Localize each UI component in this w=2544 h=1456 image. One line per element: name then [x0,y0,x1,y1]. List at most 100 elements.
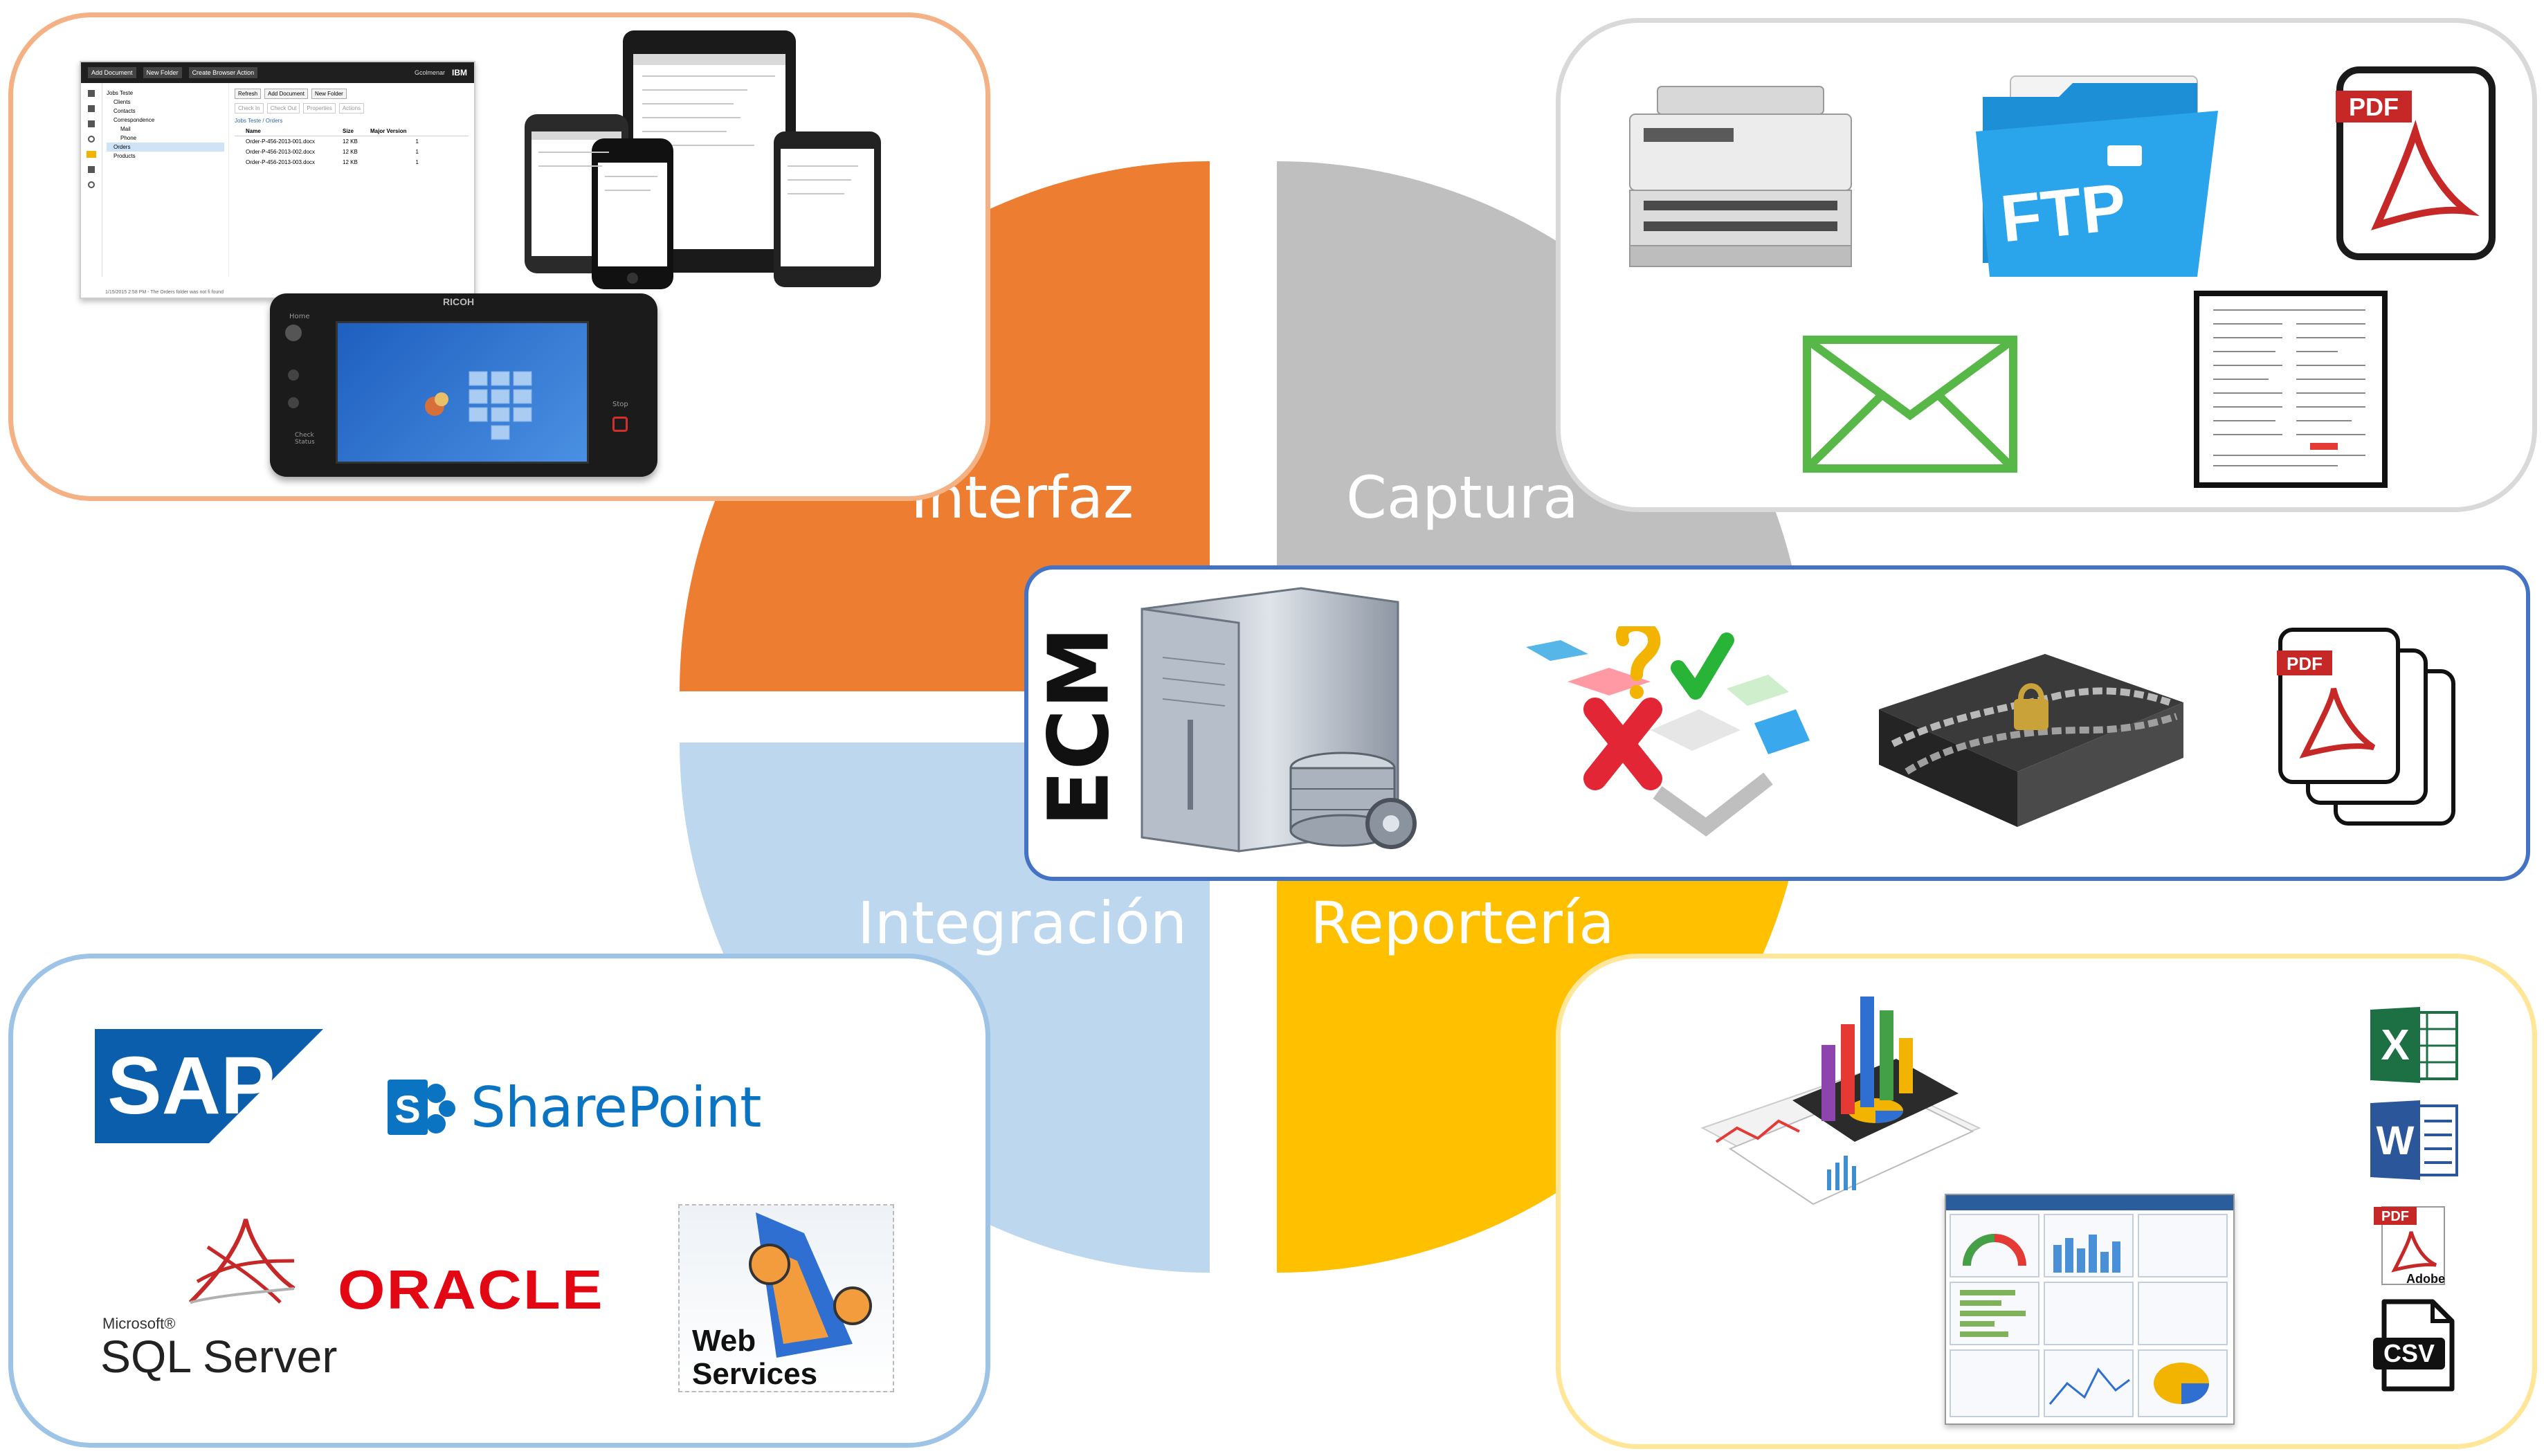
tree-item-selected[interactable]: Orders [107,143,224,152]
copier-icon [1629,86,1852,267]
sharepoint-logo: S SharePoint [388,1073,761,1142]
svg-text:®: ® [239,1127,249,1142]
sql-server-icon [188,1219,296,1304]
properties-button[interactable]: Properties [303,103,336,113]
table-header: Name Size Major Version [235,128,469,136]
quadrant-label-integracion: Integración [857,889,1188,957]
keypad-graphic [425,371,532,440]
panel-side-button[interactable] [288,370,299,381]
table-row[interactable]: Order-P-456-2013-001.docx 12 KB 1 [235,136,469,147]
actions-button[interactable]: Actions [338,103,365,113]
printer-brand: RICOH [443,296,475,307]
word-label: W [2377,1118,2415,1163]
column-name[interactable]: Name [246,128,261,134]
sharepoint-label: SharePoint [471,1075,761,1140]
excel-icon: X [2370,1007,2458,1083]
column-size[interactable]: Size [343,128,354,134]
content-area: Refresh Add Document New Folder Check In… [229,83,474,277]
home-button[interactable] [285,325,302,341]
pdf-file-icon: PDF [2336,66,2496,260]
sap-label: SAP [107,1040,275,1131]
forward-icon[interactable] [88,166,95,173]
check-in-button[interactable]: Check In [235,103,264,113]
bookmark-icon[interactable] [88,90,95,97]
row-name: Order-P-456-2013-002.docx [246,149,316,155]
quadrant-captura [1277,161,1807,691]
adobe-pdf-icon: PDF Adobe [2374,1206,2445,1286]
client-toolbar: Add Document New Folder Create Browser A… [81,62,474,83]
mobile-devices-image [525,30,881,289]
oracle-logo: ORACLE [338,1259,604,1320]
tree-item[interactable]: Products [113,153,136,159]
dashboard-widgets [1950,1214,2228,1417]
printer-check-label: Check Status [295,432,315,446]
tree-item[interactable]: Jobs Teste [107,90,134,96]
sql-server-small-label: Microsoft® [102,1315,176,1332]
breadcrumb: Jobs Teste / Orders [235,118,283,124]
dashboard-header [1946,1195,2233,1210]
csv-file-icon: CSV [2373,1299,2455,1392]
printer-stop-label: Stop [612,401,628,408]
printer-touchscreen[interactable] [336,321,589,464]
workflow-decision-icon [1526,626,1810,837]
list-icon[interactable] [88,120,95,127]
folder-tree: Jobs Teste Clients Contacts Corresponden… [102,83,229,277]
web-services-line2: Services [692,1357,817,1391]
quadrant-label-reporteria: Reportería [1310,889,1615,957]
new-folder-button[interactable]: New Folder [311,89,347,99]
row-size: 12 KB [343,149,358,155]
column-version[interactable]: Major Version [370,128,407,134]
3d-chart-tablet-image [1700,997,1981,1205]
tree-item[interactable]: Phone [120,135,137,141]
excel-label: X [2381,1021,2409,1069]
toolbar-add-document[interactable]: Add Document [88,67,136,78]
client-sidebar [81,83,102,277]
adobe-label: Adobe [2406,1272,2445,1286]
row-version: 1 [415,159,419,165]
status-bar: 1/15/2015 2:58 PM - The Orders folder wa… [105,290,224,295]
locked-binder-icon [1879,654,2183,827]
pdf-label: PDF [2349,93,2399,121]
server-database-icon [1141,587,1417,853]
dashboard-screenshot [1945,1194,2235,1425]
table-row[interactable]: Order-P-456-2013-003.docx 12 KB 1 [235,157,469,167]
sql-server-label: SQL Server [100,1331,338,1382]
refresh-button[interactable]: Refresh [235,89,262,99]
email-envelope-icon [1803,336,2017,473]
row-size: 12 KB [343,138,358,145]
gear-icon[interactable] [88,181,95,188]
printer-home-label: Home [289,313,310,320]
search-icon[interactable] [88,136,95,143]
add-document-button[interactable]: Add Document [264,89,308,99]
toolbar-create-action[interactable]: Create Browser Action [188,67,258,78]
ftp-label: FTP [1997,170,2130,256]
quadrant-label-captura: Captura [1346,464,1579,531]
tree-item[interactable]: Mail [120,126,131,132]
toolbar-new-folder[interactable]: New Folder [143,67,182,78]
ecm-label: ECM [1031,626,1128,827]
stop-button[interactable] [612,417,628,432]
tree-item[interactable]: Contacts [113,108,136,114]
adobe-pdf-label: PDF [2381,1209,2409,1224]
home-icon[interactable] [88,105,95,112]
pdf-stack-label: PDF [2287,653,2323,674]
panel-side-button[interactable] [288,397,299,408]
folder-icon[interactable] [87,151,96,158]
user-name[interactable]: Gcolmenar [414,69,445,76]
scanned-form-image [2194,291,2388,488]
brand-logo: IBM [452,68,467,78]
tree-item[interactable]: Clients [113,99,131,105]
row-name: Order-P-456-2013-001.docx [246,138,316,145]
web-services-icon: Web Services [692,1212,872,1391]
check-out-button[interactable]: Check Out [266,103,300,113]
web-services-logo: Web Services [678,1204,894,1392]
pdf-stack-icon: PDF [2277,628,2455,826]
printer-panel-image: RICOH Home Check Status Stop [270,293,657,477]
word-icon: W [2370,1100,2458,1180]
sap-logo: SAP ® [95,1029,323,1143]
tree-item[interactable]: Correspondence [113,117,155,123]
row-version: 1 [415,138,419,145]
table-row[interactable]: Order-P-456-2013-002.docx 12 KB 1 [235,147,469,157]
row-size: 12 KB [343,159,358,165]
ftp-folder-icon: FTP [1976,75,2218,277]
